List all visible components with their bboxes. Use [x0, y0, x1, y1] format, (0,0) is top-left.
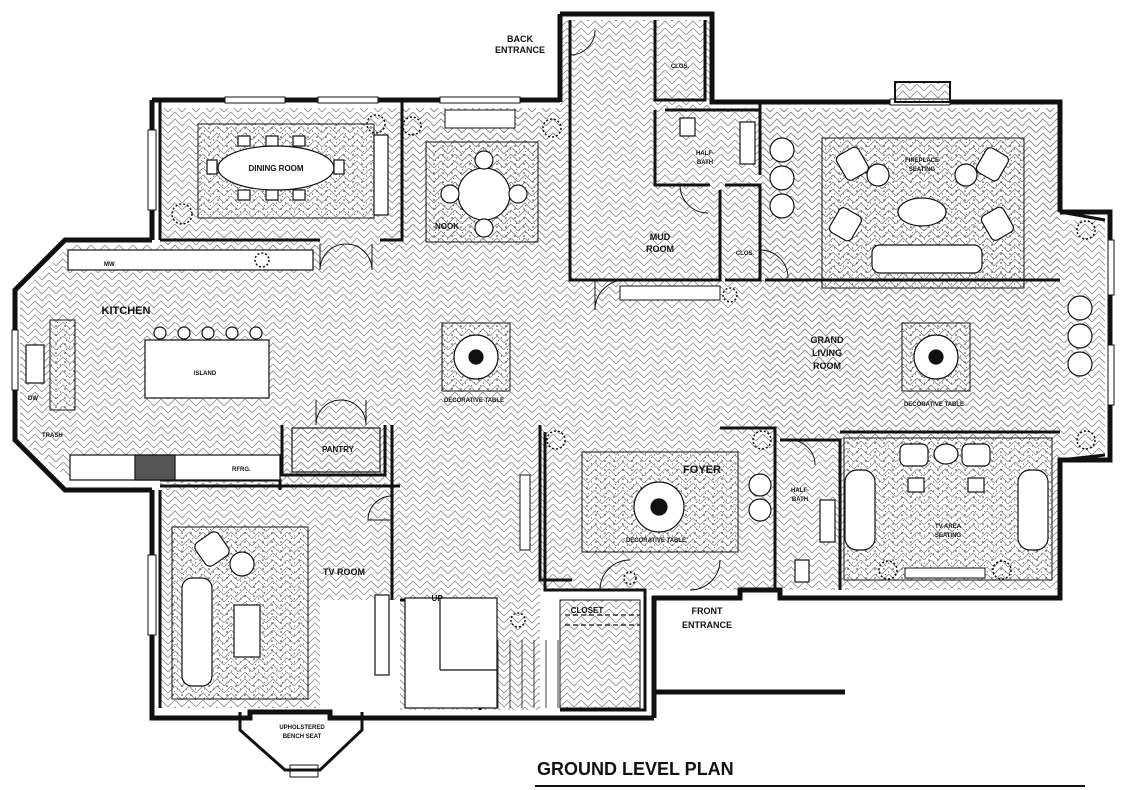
tv-room-label: TV ROOM — [323, 567, 365, 577]
coffee-table — [233, 604, 261, 658]
stairs — [404, 597, 498, 709]
island-label: ISLAND — [194, 371, 217, 377]
grand-living-room-label-1: GRAND — [811, 335, 844, 345]
mw-label: MW — [104, 262, 115, 268]
island-area — [49, 319, 76, 411]
deco-table-right-label: DECORATIVE TABLE — [904, 402, 964, 408]
grand-living-room-label-2: LIVING — [812, 348, 842, 358]
kitchen-island — [144, 339, 270, 399]
deco-table-left-label: DECORATIVE TABLE — [444, 398, 504, 404]
trash-label: TRASH — [42, 433, 63, 439]
closet-top-label: CLOS. — [671, 64, 690, 70]
pantry-label: PANTRY — [322, 445, 355, 454]
rfrg-label: RFRG. — [232, 467, 251, 473]
front-entrance-label-1: FRONT — [692, 606, 723, 616]
bay-windows — [238, 210, 1106, 772]
closet-label: CLOSET — [571, 606, 604, 615]
back-entrance-label-2: ENTRANCE — [495, 45, 545, 55]
fireplace-seating-label-2: SEATING — [909, 167, 936, 173]
plan-title: GROUND LEVEL PLAN — [537, 759, 734, 779]
plants — [171, 114, 1096, 628]
half-bath-right-label-1: HALF- — [791, 488, 809, 494]
closet-floor — [559, 599, 641, 709]
room-labels: BACK ENTRANCE DINING ROOM NOOK MUD ROOM … — [28, 34, 964, 740]
dining-room-label: DINING ROOM — [248, 164, 303, 173]
back-entrance-label-1: BACK — [507, 34, 533, 44]
dw-label: DW — [28, 396, 38, 402]
door-swings — [315, 29, 816, 591]
mud-room-label-2: ROOM — [646, 244, 674, 254]
inner-walls — [158, 20, 1060, 712]
tv-area-seating-label-1: TV AREA — [935, 524, 962, 530]
bench-seat-label-1: UPHOLSTERED — [279, 725, 325, 731]
fireplace-seating-label-1: FIREPLACE — [905, 158, 939, 164]
nook-label: NOOK — [435, 222, 459, 231]
deco-table-foyer-label: DECORATIVE TABLE — [626, 538, 686, 544]
half-bath-top-label-1: HALF- — [696, 151, 714, 157]
closet-mid-label: CLOS. — [736, 251, 755, 257]
half-bath-top-label-2: BATH — [697, 160, 713, 166]
grand-living-room-label-3: ROOM — [813, 361, 841, 371]
half-bath-right-label-2: BATH — [792, 497, 808, 503]
front-entrance-label-2: ENTRANCE — [682, 620, 732, 630]
tv-area-seating-label-2: SEATING — [935, 533, 962, 539]
mud-room-label-1: MUD — [650, 232, 671, 242]
chimney — [894, 81, 951, 103]
furniture — [25, 117, 1093, 709]
foyer-label: FOYER — [683, 464, 721, 476]
up-label: UP — [431, 594, 443, 603]
nook-table — [457, 167, 511, 221]
bench-seat-label-2: BENCH SEAT — [283, 734, 322, 740]
kitchen-label: KITCHEN — [102, 305, 151, 317]
